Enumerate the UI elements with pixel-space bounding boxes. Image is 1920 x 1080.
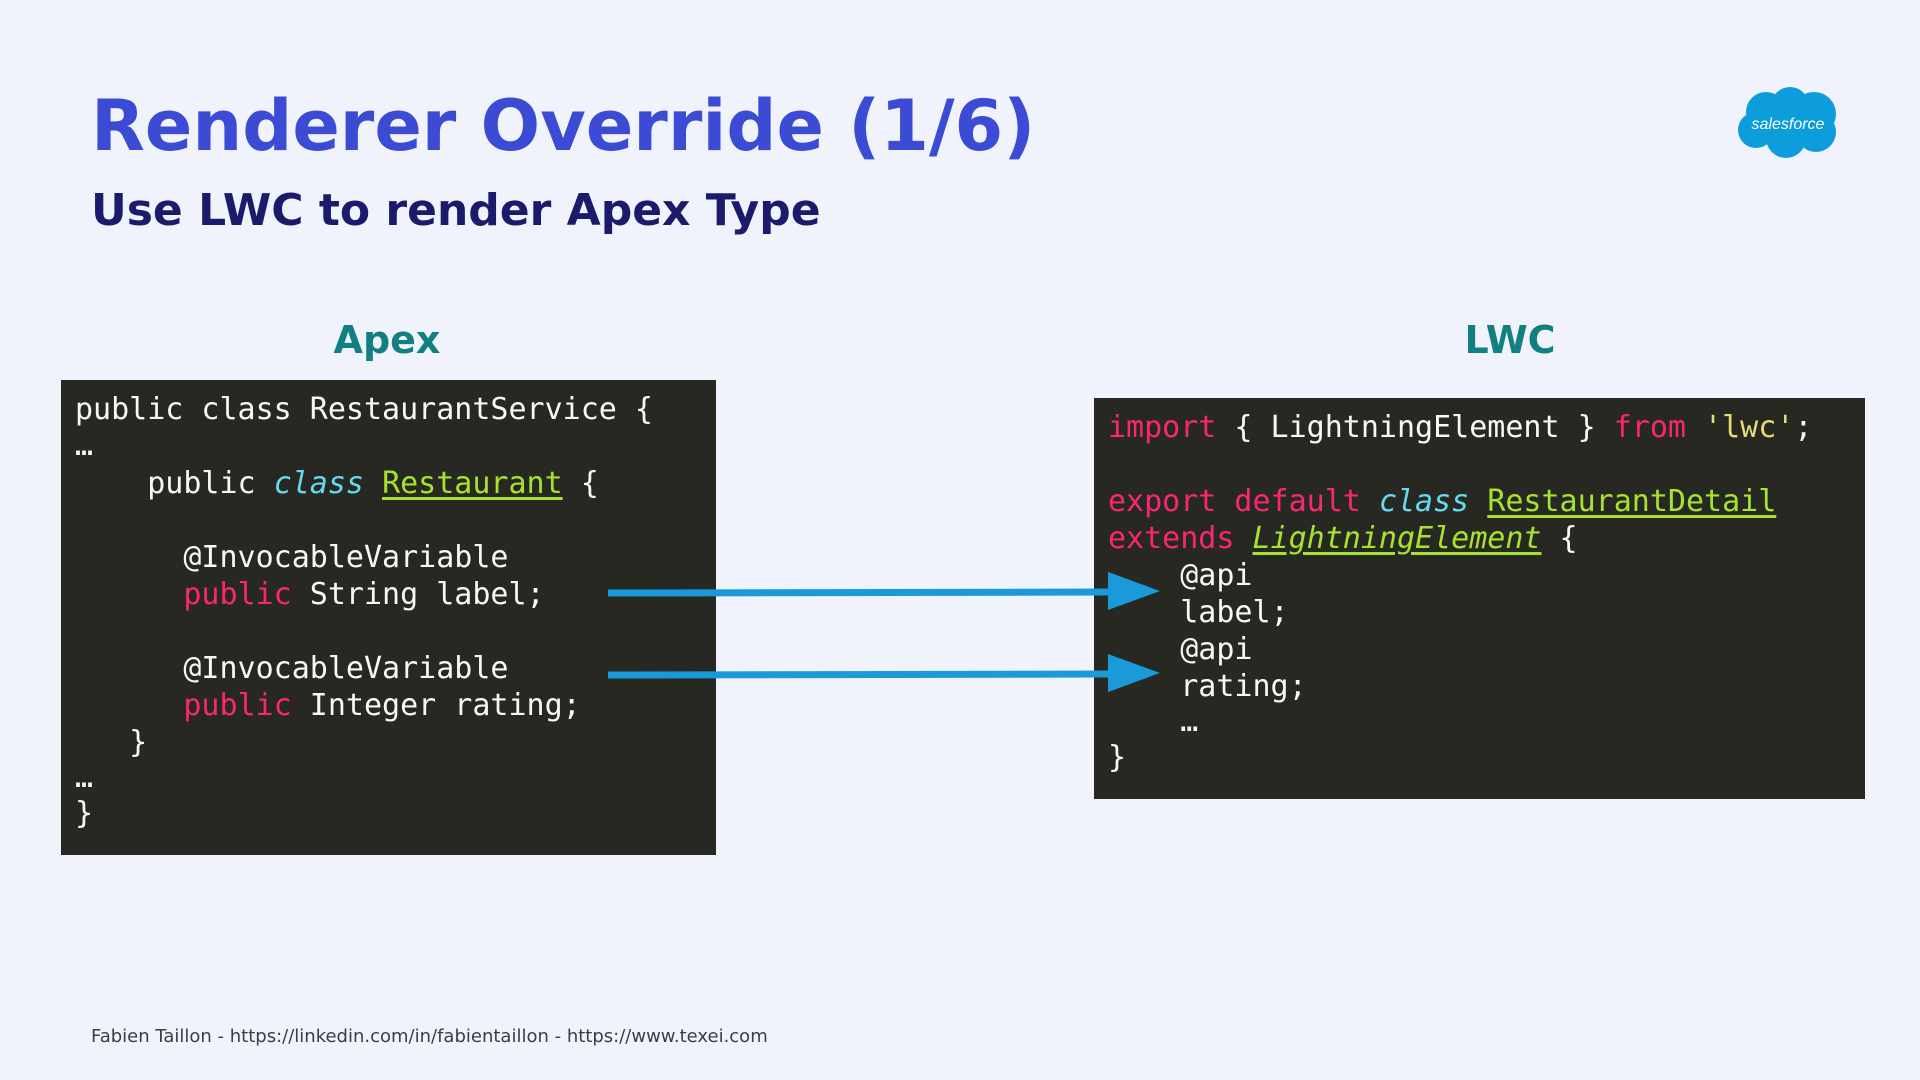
code-token: export default: [1108, 484, 1361, 519]
code-token: label;: [1108, 595, 1289, 630]
code-line: }: [1108, 740, 1126, 776]
code-token: 'lwc': [1704, 410, 1795, 445]
code-line: label;: [1108, 595, 1289, 631]
code-token: @InvocableVariable: [75, 540, 509, 575]
code-line: public class RestaurantService {: [75, 392, 653, 428]
code-token: rating;: [1108, 669, 1307, 704]
code-token: @InvocableVariable: [75, 651, 509, 686]
slide-title: Renderer Override (1/6): [91, 85, 1036, 167]
code-line: public Integer rating;: [75, 688, 581, 724]
apex-heading: Apex: [333, 318, 441, 362]
salesforce-cloud-icon: salesforce: [1738, 87, 1836, 158]
code-token: @api: [1108, 632, 1253, 667]
apex-code-panel: public class RestaurantService { … publi…: [61, 380, 716, 855]
code-line: public class Restaurant {: [75, 466, 599, 502]
code-line: }: [75, 796, 93, 832]
code-token: }: [75, 725, 148, 760]
code-token: @api: [1108, 558, 1253, 593]
code-token: public: [75, 466, 274, 501]
code-token: …: [75, 760, 94, 795]
code-token: [1469, 484, 1487, 519]
code-token: class: [273, 466, 364, 501]
code-token: public class RestaurantService {: [75, 392, 653, 427]
code-token: class: [1378, 484, 1470, 519]
code-token: {: [1541, 521, 1578, 556]
code-line: @InvocableVariable: [75, 540, 508, 576]
code-token: ;: [1794, 410, 1813, 445]
code-token: public: [183, 688, 292, 723]
code-line: }: [75, 725, 147, 761]
code-token: String label;: [291, 577, 545, 612]
code-token: import: [1108, 410, 1217, 445]
code-token: public: [183, 577, 292, 612]
code-line: …: [75, 760, 93, 796]
code-line: @api: [1108, 558, 1253, 594]
code-line: @InvocableVariable: [75, 651, 508, 687]
code-token: }: [1108, 740, 1127, 775]
code-token: extends: [1108, 521, 1235, 556]
code-line: import { LightningElement } from 'lwc';: [1108, 410, 1812, 446]
footer-credits: Fabien Taillon - https://linkedin.com/in…: [91, 1026, 768, 1047]
code-line: …: [75, 428, 93, 464]
code-token: }: [75, 796, 94, 831]
code-token: [1234, 521, 1252, 556]
code-token: LightningElement: [1252, 521, 1542, 556]
salesforce-logo: salesforce: [1736, 86, 1840, 160]
code-line: @api: [1108, 632, 1253, 668]
code-token: [75, 688, 183, 723]
lwc-code-panel: import { LightningElement } from 'lwc'; …: [1094, 398, 1865, 799]
code-token: [1361, 484, 1379, 519]
code-token: from: [1613, 410, 1686, 445]
code-token: Restaurant: [382, 466, 563, 501]
code-token: { LightningElement }: [1216, 410, 1614, 445]
logo-text: salesforce: [1752, 116, 1825, 133]
code-token: {: [562, 466, 599, 501]
code-token: RestaurantDetail: [1487, 484, 1777, 519]
code-line: export default class RestaurantDetail: [1108, 484, 1776, 520]
code-line: rating;: [1108, 669, 1307, 705]
code-token: [364, 466, 382, 501]
code-token: Integer rating;: [291, 688, 581, 723]
code-line: public String label;: [75, 577, 545, 613]
lwc-heading: LWC: [1464, 318, 1556, 362]
code-token: [1686, 410, 1704, 445]
code-token: …: [1108, 704, 1199, 739]
code-line: extends LightningElement {: [1108, 521, 1578, 557]
code-line: …: [1108, 704, 1198, 740]
code-token: …: [75, 428, 94, 463]
slide-subtitle: Use LWC to render Apex Type: [91, 185, 821, 236]
code-token: [75, 577, 183, 612]
